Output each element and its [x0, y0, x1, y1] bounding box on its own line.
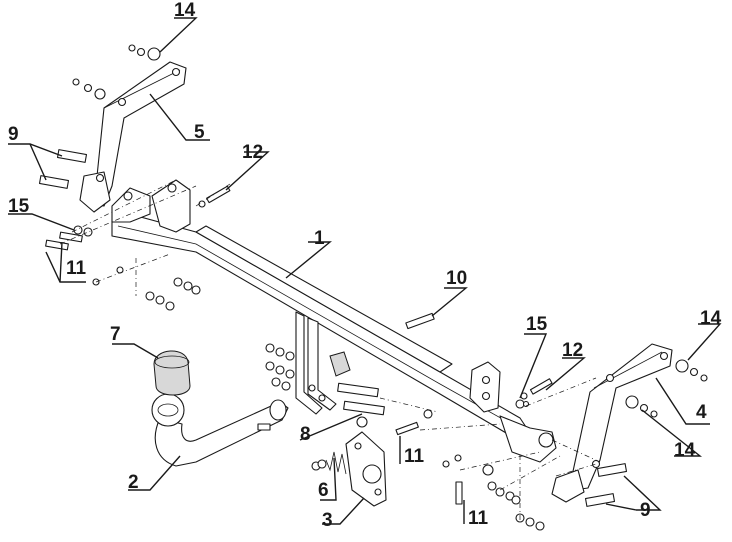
- left-side-bracket-part-5: [79, 61, 187, 213]
- label-14-top-right: 14: [700, 308, 722, 329]
- label-9-left: 9: [8, 124, 19, 145]
- spring-part-6: [311, 451, 347, 475]
- center-hanger-plates: [295, 311, 351, 415]
- label-2: 2: [128, 472, 139, 493]
- label-12-left: 12: [242, 142, 263, 163]
- label-8: 8: [300, 424, 311, 445]
- label-11-left: 11: [66, 258, 87, 279]
- label-7: 7: [110, 324, 121, 345]
- left-end-bracket: [111, 179, 191, 233]
- label-3: 3: [322, 510, 333, 531]
- socket-plate-part-3: [345, 431, 387, 507]
- label-1: 1: [314, 228, 325, 249]
- label-10: 10: [446, 268, 467, 289]
- assembly-lines: [59, 179, 601, 520]
- label-4: 4: [696, 402, 707, 423]
- tow-ball-neck-part-2: [151, 393, 289, 467]
- right-mount-bracket: [469, 361, 501, 413]
- label-12-right: 12: [562, 340, 583, 361]
- ball-cover-part-7: [153, 350, 191, 396]
- label-11-right: 11: [468, 508, 489, 529]
- label-5: 5: [194, 122, 205, 143]
- label-14-top-left: 14: [174, 0, 196, 21]
- label-15-right: 15: [526, 314, 548, 335]
- label-14-right: 14: [674, 440, 696, 461]
- right-side-bracket-part-4: [551, 343, 673, 503]
- label-9-right: 9: [640, 500, 651, 521]
- label-15-left: 15: [8, 196, 30, 217]
- leader-lines: [8, 17, 722, 525]
- part-labels: 14 5 9 12 15 11 1 10 7 15 12 14 4 8 11 2…: [8, 0, 722, 531]
- fasteners: [38, 44, 708, 531]
- label-11-center: 11: [404, 446, 425, 467]
- label-6: 6: [318, 480, 329, 501]
